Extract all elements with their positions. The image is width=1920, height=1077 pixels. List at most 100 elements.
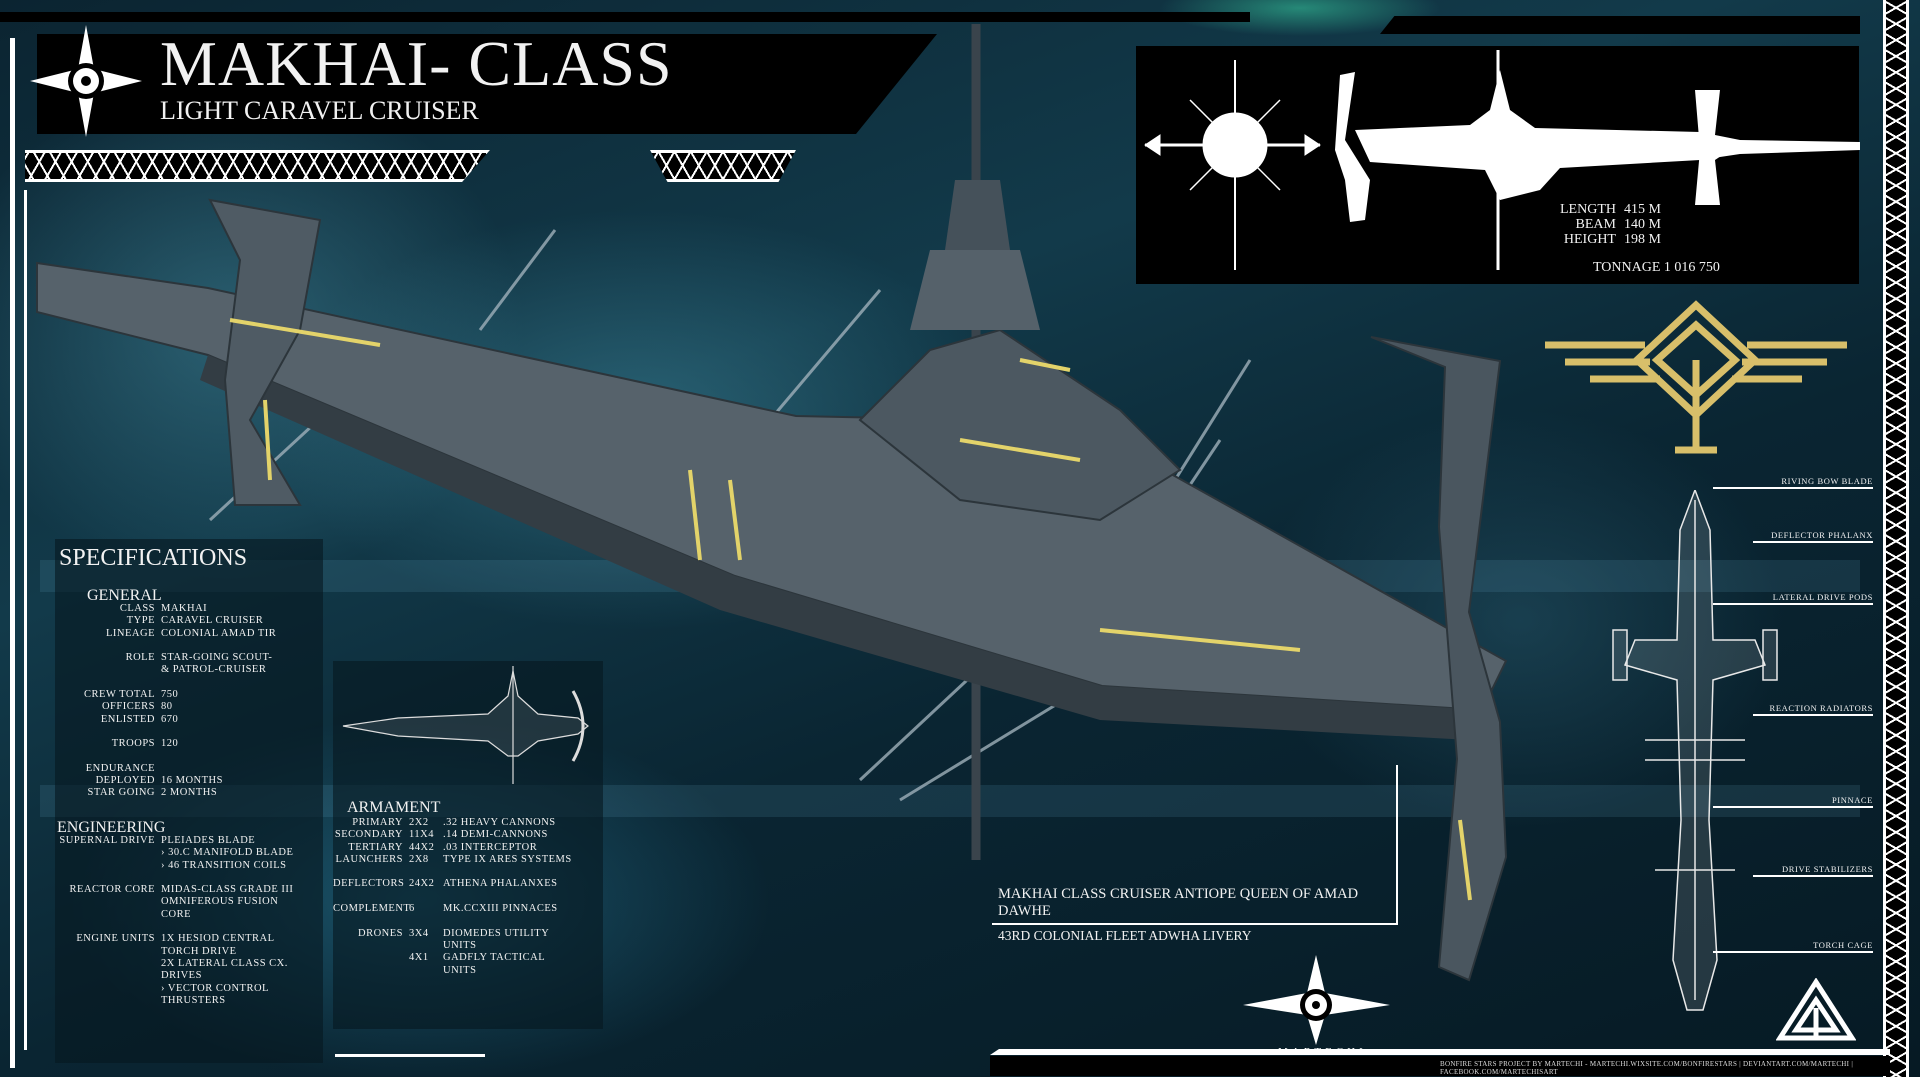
spec-quantity: 44X2 [409, 841, 435, 853]
footer-bar [990, 1056, 1890, 1076]
spec-label: DEFLECTORS [333, 878, 405, 890]
spec-quantity: 2X8 [409, 853, 429, 865]
spec-value: PLEIADES BLADE [161, 835, 256, 846]
spec-label: SUPERNAL DRIVE [59, 835, 155, 846]
left-border-line [10, 38, 15, 1068]
spec-row: DEPLOYED 16 MONTHS [55, 775, 276, 787]
spec-quantity: 3X4 [409, 927, 429, 939]
spec-row: OMNIFEROUS FUSION [55, 896, 293, 908]
top-stripe [1380, 16, 1860, 34]
spec-value: DIOMEDES UTILITY [443, 927, 550, 939]
dimension-value: 198 M [1624, 232, 1661, 247]
spec-value: .14 DEMI-CANNONS [443, 829, 548, 841]
spec-quantity: 11X4 [409, 829, 434, 841]
decorative-underline [335, 1054, 485, 1057]
ship-caption: MAKHAI CLASS CRUISER ANTIOPE QUEEN OF AM… [992, 884, 1398, 944]
footer-credits: BONFIRE STARS PROJECT BY MARTECHI - MART… [1440, 1060, 1854, 1076]
spec-value: .03 INTERCEPTOR [443, 841, 538, 853]
spec-label [55, 909, 155, 921]
ship-superstructure [858, 328, 1182, 522]
spec-label [55, 664, 155, 676]
spec-row: 2X LATERAL CLASS CX. [55, 958, 293, 970]
spec-row: › 46 TRANSITION COILS [55, 860, 293, 872]
caption-leader-line [1396, 765, 1398, 885]
spec-label: DRONES [357, 927, 403, 939]
spec-value: UNITS [443, 939, 477, 951]
spec-value: OMNIFEROUS FUSION [161, 896, 279, 908]
compass-star-logo-icon [30, 25, 142, 137]
spec-value: › 46 TRANSITION COILS [161, 859, 287, 871]
spec-label: ROLE [125, 652, 155, 664]
tonnage-value: 1 016 750 [1663, 260, 1720, 275]
spec-row: TERTIARY 44X2 .03 INTERCEPTOR [333, 842, 572, 854]
schematic-label: DRIVE STABILIZERS [1753, 864, 1873, 877]
tonnage-label: TONNAGE [1593, 260, 1661, 275]
spec-value: 120 [161, 738, 179, 750]
spec-row: SECONDARY 11X4 .14 DEMI-CANNONS [333, 829, 572, 841]
spec-row: THRUSTERS [55, 995, 293, 1007]
spec-row: DRONES 3X4 DIOMEDES UTILITY [333, 928, 572, 940]
spec-value: & PATROL-CRUISER [161, 664, 267, 676]
armament-heading: ARMAMENT [347, 799, 441, 816]
spec-label: STAR GOING [87, 787, 155, 799]
spec-label: PRIMARY [352, 817, 403, 828]
ship-tower-top [945, 180, 1010, 250]
spec-label: OFFICERS [101, 701, 155, 713]
spec-value: 1X HESIOD CENTRAL [161, 933, 275, 945]
spec-value: 16 MONTHS [161, 775, 223, 787]
spec-row: TORCH DRIVE [55, 946, 293, 958]
spec-row: CLASS MAKHAI [55, 603, 276, 615]
spec-value: ATHENA PHALANXES [443, 878, 558, 890]
spec-value [155, 763, 161, 775]
spec-label [55, 995, 155, 1007]
spec-row: › 30.C MANIFOLD BLADE [55, 847, 293, 859]
spec-row: & PATROL-CRUISER [55, 664, 276, 676]
page-subtitle: LIGHT CARAVEL CRUISER [160, 96, 479, 125]
schematic-label: RIVING BOW BLADE [1713, 476, 1873, 489]
spec-value: MAKHAI [161, 603, 208, 614]
spec-label: SECONDARY [334, 829, 403, 841]
spec-label [55, 847, 155, 859]
spec-label [55, 958, 155, 970]
top-view-schematic [1612, 490, 1778, 1011]
schematic-label: LATERAL DRIVE PODS [1713, 592, 1873, 605]
front-view-silhouette [1144, 60, 1321, 270]
spec-row: UNITS [333, 965, 572, 977]
footer-line [990, 1049, 1890, 1055]
page-title: MAKHAI- CLASS [160, 28, 673, 99]
dimension-label: BEAM [1575, 217, 1616, 232]
dimension-row: BEAM 140 M [1560, 217, 1661, 232]
engineering-heading: ENGINEERING [57, 819, 166, 836]
spec-row: UNITS [333, 940, 572, 952]
schematic-label: TORCH CAGE [1713, 940, 1873, 953]
spec-value: DRIVES [161, 970, 202, 982]
martechi-logo-icon [1243, 955, 1390, 1045]
spec-quantity: 4X1 [409, 952, 429, 964]
dimension-value: 140 M [1624, 217, 1661, 232]
spec-label: CLASS [119, 603, 155, 614]
spec-quantity [403, 965, 437, 977]
spec-value: GADFLY TACTICAL [443, 952, 546, 964]
zigzag-ornament [25, 150, 490, 182]
spec-label: TERTIARY [348, 841, 403, 853]
dimension-value: 415 M [1624, 202, 1661, 217]
ship-dorsal-fin [208, 198, 322, 506]
spec-label: DEPLOYED [95, 775, 155, 787]
spec-label [55, 946, 155, 958]
spec-label: LAUNCHERS [335, 853, 403, 865]
ship-bow-blade [1370, 336, 1508, 982]
spec-value: 750 [161, 689, 179, 701]
spec-value: COLONIAL AMAD TIR [161, 627, 277, 639]
spec-value: STAR-GOING SCOUT- [161, 652, 273, 664]
